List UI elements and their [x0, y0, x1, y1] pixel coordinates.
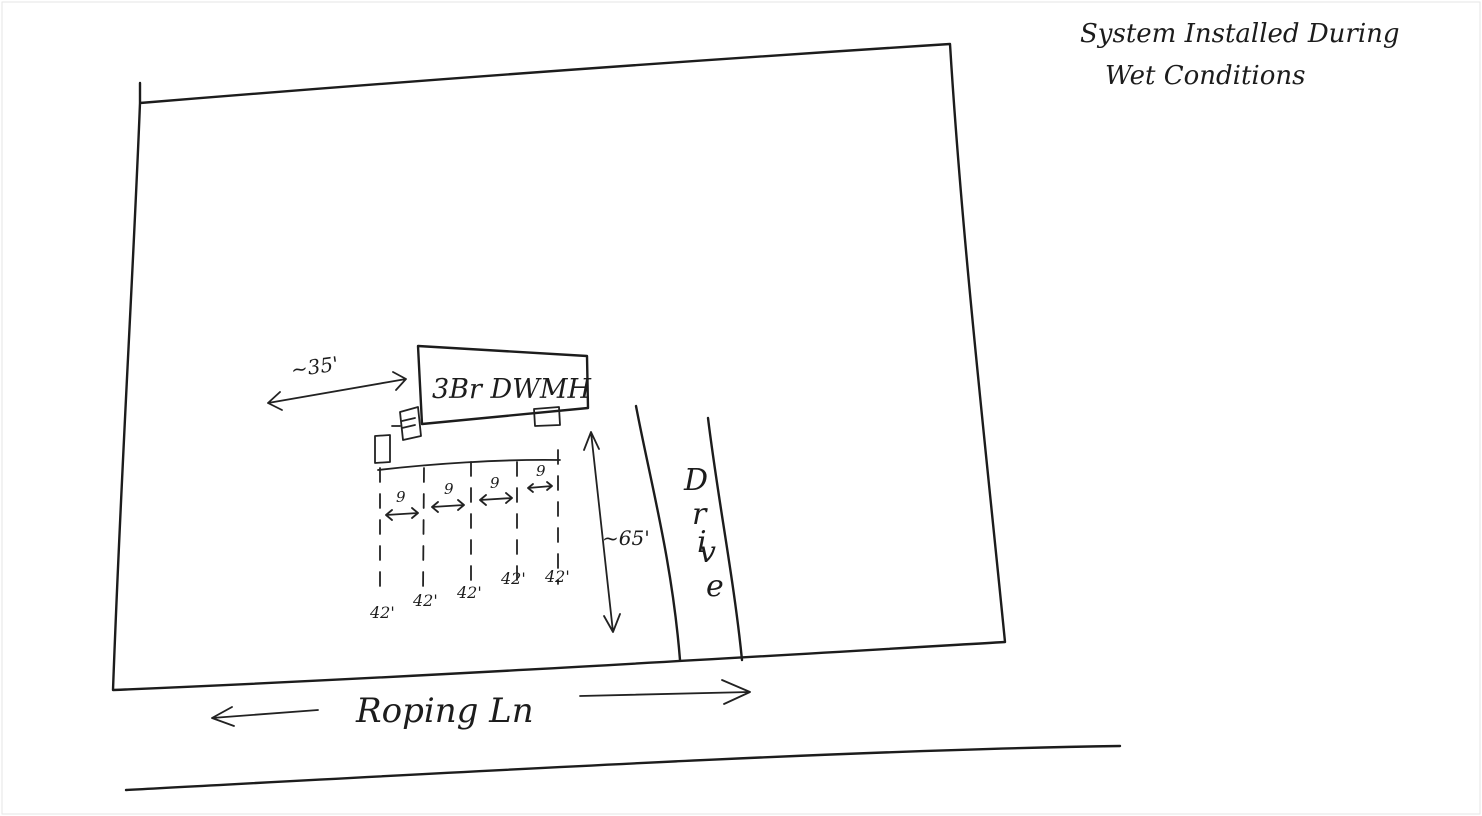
property-boundary	[111, 42, 1007, 692]
road-label: Roping Ln	[355, 691, 534, 731]
header-line	[377, 458, 561, 471]
road-edge	[124, 744, 1122, 792]
road-setback-label: ~65'	[602, 526, 650, 550]
spacing-arrow	[385, 507, 419, 521]
line-length-label: 42'	[412, 591, 438, 610]
side-setback-label: ~35'	[289, 352, 340, 382]
driveway-edge-right	[706, 416, 744, 662]
driveway-edge-left	[634, 404, 682, 662]
road-setback-arrow	[583, 431, 621, 633]
septic-tank	[399, 406, 422, 441]
driveway-letter: D	[683, 463, 708, 498]
road-arrow-left	[211, 706, 319, 727]
spacing-label: 9	[490, 474, 500, 492]
spacing-label: 9	[536, 462, 546, 480]
spacing-arrow	[479, 492, 513, 506]
line-length-label: 42'	[544, 567, 570, 586]
installation-note-line2: Wet Conditions	[1105, 61, 1305, 91]
line-length-label: 42'	[456, 583, 482, 602]
septic-tank-detail	[401, 417, 416, 429]
driveway-letter: i	[697, 525, 707, 560]
house-outline	[416, 344, 590, 426]
driveway-letter: v	[699, 535, 716, 570]
spacing-arrow	[527, 481, 553, 493]
driveway-letter: e	[706, 569, 724, 604]
installation-note-line1: System Installed During	[1080, 19, 1400, 49]
spacing-arrow	[431, 499, 465, 513]
drain-line	[422, 467, 425, 595]
spacing-label: 9	[444, 480, 454, 498]
driveway-letter: r	[692, 497, 708, 532]
distribution-box	[374, 434, 391, 464]
house-label: 3Br DWMH	[432, 374, 592, 405]
road-arrow-right	[579, 679, 751, 705]
side-setback-arrow	[267, 371, 407, 411]
line-length-label: 42'	[500, 569, 526, 588]
line-length-label: 42'	[369, 603, 395, 622]
house-outlet-box	[533, 406, 561, 427]
spacing-label: 9	[396, 488, 406, 506]
